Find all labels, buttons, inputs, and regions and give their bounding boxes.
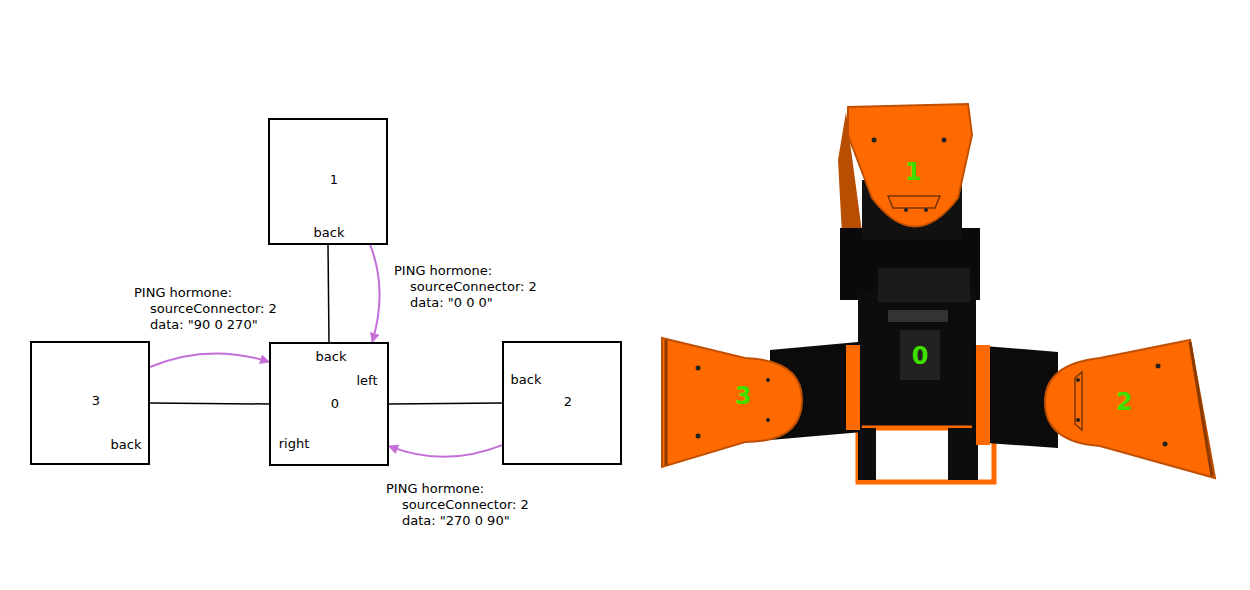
module-text: 1 bbox=[330, 172, 338, 187]
module-box: 3 back bbox=[30, 341, 150, 465]
hormone-note: data: "90 0 270" bbox=[150, 317, 258, 333]
hormone-note: data: "0 0 0" bbox=[410, 295, 493, 311]
hormone-arrow bbox=[370, 245, 380, 343]
connector-name: back bbox=[111, 437, 142, 452]
orange-edge bbox=[846, 345, 860, 430]
orange-edge bbox=[976, 345, 990, 445]
hormone-note: sourceConnector: 2 bbox=[410, 279, 537, 295]
module-body bbox=[878, 268, 970, 302]
hormone-arrow bbox=[389, 445, 502, 457]
module-text: 3 bbox=[92, 393, 100, 408]
module-link bbox=[389, 403, 502, 404]
plate-slot bbox=[888, 196, 940, 208]
body-detail bbox=[900, 330, 940, 380]
module-box: back left 0 right bbox=[269, 342, 389, 466]
connector-name: left bbox=[356, 373, 377, 388]
connector-name: back bbox=[314, 225, 345, 240]
connector-name: 0 bbox=[331, 396, 339, 411]
orange-plate bbox=[848, 104, 972, 227]
hormone-arrow bbox=[150, 354, 269, 367]
hormone-note: sourceConnector: 2 bbox=[150, 301, 277, 317]
hormone-note: PING hormone: bbox=[386, 481, 484, 497]
callout-number: 3 bbox=[735, 388, 752, 404]
connector-name: back bbox=[511, 372, 542, 387]
callout-number: 0 bbox=[912, 348, 929, 364]
hormone-note: data: "270 0 90" bbox=[402, 513, 510, 529]
module-link bbox=[328, 245, 329, 343]
connector-name: 2 bbox=[564, 394, 572, 409]
hormone-note: sourceConnector: 2 bbox=[402, 497, 529, 513]
connector-name: right bbox=[279, 436, 310, 451]
hormone-note: PING hormone: bbox=[134, 285, 232, 301]
module-body bbox=[858, 290, 976, 430]
module-link bbox=[150, 403, 269, 404]
module-box: 1 back bbox=[268, 118, 388, 245]
body-detail bbox=[888, 310, 948, 322]
module-box: back 2 bbox=[502, 341, 622, 465]
orange-plate bbox=[662, 338, 802, 467]
orange-plate bbox=[1045, 340, 1215, 478]
connector-name: back bbox=[316, 349, 347, 364]
callout-number: 1 bbox=[905, 164, 922, 180]
callout-number: 2 bbox=[1116, 394, 1133, 410]
hormone-note: PING hormone: bbox=[394, 263, 492, 279]
